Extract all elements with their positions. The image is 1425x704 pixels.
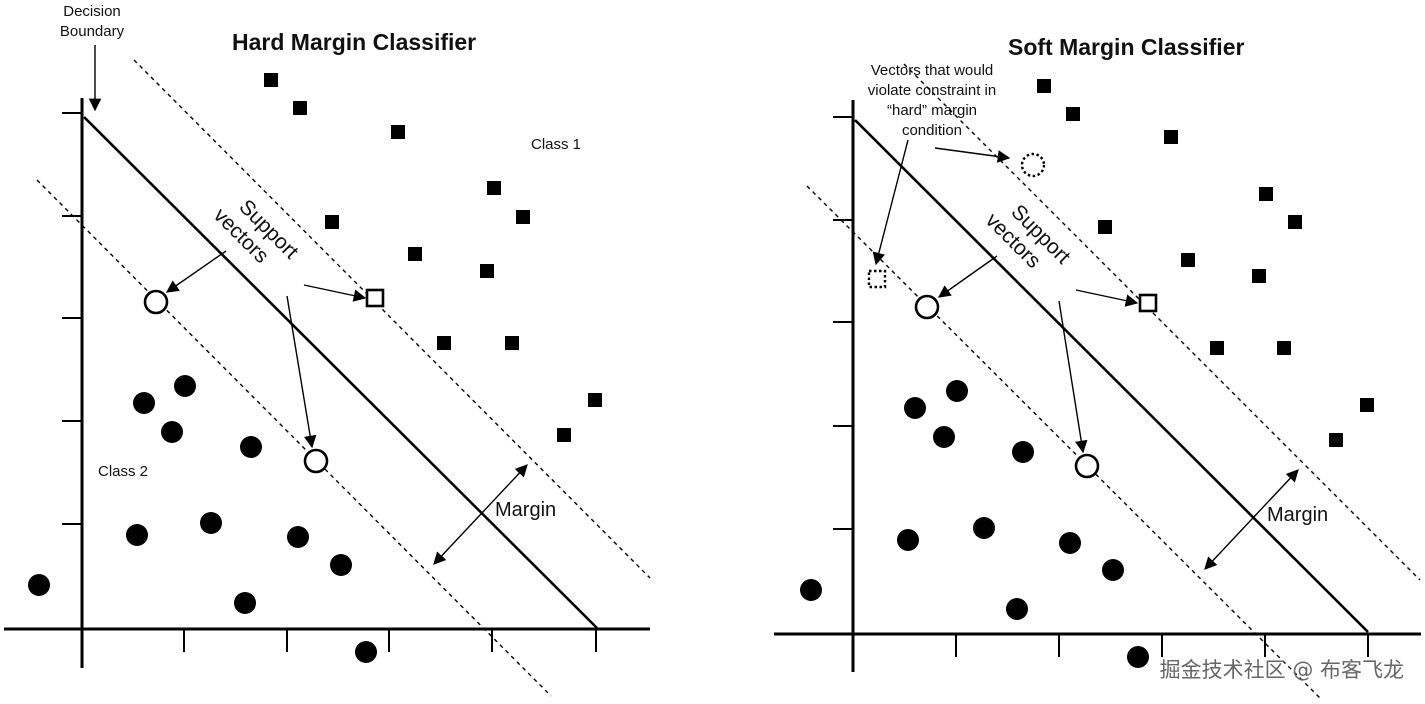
left-class1-points [264, 73, 602, 442]
class1-point [1277, 341, 1291, 355]
right-support-vector-circle-upper [914, 294, 940, 320]
left-lower-margin-line [36, 179, 552, 697]
left-support-vector-circle-lower [303, 448, 329, 474]
class1-point [1329, 433, 1343, 447]
class1-point [264, 73, 278, 87]
class1-point [588, 393, 602, 407]
decision-boundary-label-line2: Boundary [60, 23, 125, 40]
class1-point [516, 210, 530, 224]
class1-point [293, 101, 307, 115]
right-decision-boundary-line [854, 119, 1369, 633]
class2-point [1102, 559, 1124, 581]
right-margin-label: Margin [1267, 504, 1328, 526]
class1-point [480, 264, 494, 278]
class2-point [933, 426, 955, 448]
violating-square [867, 269, 887, 289]
class2-point [161, 421, 183, 443]
class2-point [946, 380, 968, 402]
right-class1-points [1037, 79, 1374, 447]
right-upper-margin-line [903, 63, 1421, 581]
violation-label-line1: Vectors that would [871, 62, 994, 79]
class2-point [28, 574, 50, 596]
class1-point [1252, 269, 1266, 283]
class2-point [234, 592, 256, 614]
right-support-vector-square [1138, 293, 1158, 313]
class2-label: Class 2 [98, 463, 148, 480]
decision-boundary-label-line1: Decision [63, 3, 121, 20]
class2-point [287, 526, 309, 548]
violation-arrow-1 [934, 147, 1011, 163]
violation-arrow-2 [872, 139, 909, 266]
left-support-vector-square [365, 288, 385, 308]
right-y-ticks [833, 116, 853, 530]
right-lower-margin-line [806, 185, 1323, 701]
violation-label-line2: violate constraint in [868, 82, 996, 99]
class1-point [1210, 341, 1224, 355]
class2-point [330, 554, 352, 576]
class2-point [1059, 532, 1081, 554]
class2-point [1006, 598, 1028, 620]
left-sv-arrow-2 [303, 284, 367, 302]
left-support-vectors-label: Support vectors [209, 195, 303, 268]
class2-point [240, 436, 262, 458]
left-y-ticks [62, 112, 82, 525]
class1-point [1360, 398, 1374, 412]
class1-point [1259, 187, 1273, 201]
class1-point [557, 428, 571, 442]
right-class2-points [800, 380, 1149, 668]
violating-circle [1020, 152, 1046, 178]
class1-point [1066, 107, 1080, 121]
class2-point [1127, 646, 1149, 668]
hard-margin-title: Hard Margin Classifier [232, 29, 476, 55]
class2-point [126, 524, 148, 546]
class1-point [391, 125, 405, 139]
class2-point [973, 517, 995, 539]
class1-point [505, 336, 519, 350]
class1-point [437, 336, 451, 350]
class1-label: Class 1 [531, 136, 581, 153]
right-margin-arrow [1204, 469, 1299, 570]
class2-point [355, 641, 377, 663]
class1-point [487, 181, 501, 195]
class2-point [800, 579, 822, 601]
left-margin-arrow [433, 464, 528, 565]
right-sv-arrow-3 [1058, 300, 1088, 454]
violation-label-line4: condition [902, 122, 962, 139]
class2-point [133, 392, 155, 414]
class1-point [1098, 220, 1112, 234]
left-decision-boundary-line [83, 116, 598, 629]
left-support-vector-circle-upper [143, 289, 169, 315]
left-sv-arrow-1 [165, 250, 227, 293]
class2-point [174, 375, 196, 397]
violation-label-line3: “hard” margin [887, 102, 977, 119]
left-upper-margin-line [133, 59, 651, 579]
class1-point [325, 215, 339, 229]
soft-margin-title: Soft Margin Classifier [1008, 34, 1244, 60]
class1-point [1181, 253, 1195, 267]
soft-margin-panel: Soft Margin Classifier Vectors that woul… [774, 34, 1421, 701]
left-class2-points [28, 375, 377, 663]
hard-margin-panel: Hard Margin Classifier Decision Boundary [4, 3, 651, 697]
right-support-vector-circle-lower [1074, 453, 1100, 479]
right-support-vectors-label: Support vectors [981, 200, 1075, 273]
class1-point [1288, 215, 1302, 229]
class2-point [200, 512, 222, 534]
class2-point [1012, 441, 1034, 463]
left-x-ticks [183, 629, 597, 652]
watermark-text: 掘金技术社区 @ 布客飞龙 [1160, 658, 1404, 682]
right-sv-arrow-1 [937, 255, 998, 298]
class1-point [408, 247, 422, 261]
left-sv-arrow-3 [286, 295, 317, 449]
right-sv-arrow-2 [1075, 289, 1139, 307]
class1-point [1164, 130, 1178, 144]
left-margin-label: Margin [495, 499, 556, 521]
class2-point [904, 397, 926, 419]
class2-point [897, 529, 919, 551]
right-x-ticks [955, 634, 1369, 657]
class1-point [1037, 79, 1051, 93]
